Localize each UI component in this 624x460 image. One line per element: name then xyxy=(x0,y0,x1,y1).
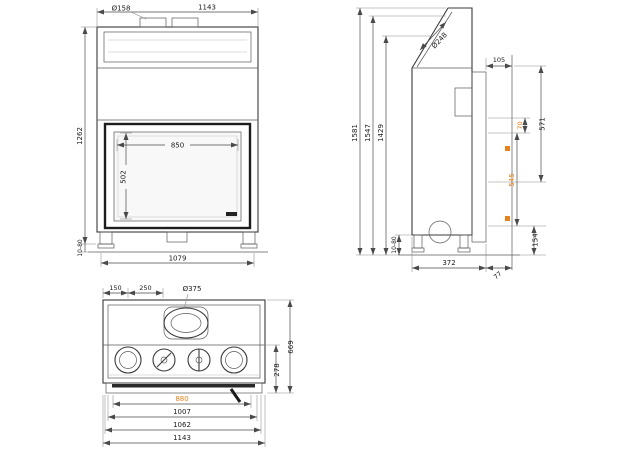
connection-marker-upper xyxy=(505,146,510,151)
dim-front-height: 1262 xyxy=(76,127,84,145)
dim-plan-depth-total: 669 xyxy=(287,340,295,353)
side-junction-box xyxy=(454,87,473,117)
dim-front-flue: Ø158 xyxy=(112,5,131,13)
rear-heat-shield xyxy=(471,71,487,243)
dim-side-height-inner: 1429 xyxy=(377,124,385,142)
convection-vent xyxy=(171,17,199,28)
control-knob-2 xyxy=(152,348,176,372)
dim-side-height-mid: 1547 xyxy=(364,124,372,142)
control-knob-4 xyxy=(220,346,248,374)
connection-marker-lower xyxy=(505,216,510,221)
side-view-drawing: 1581 1547 1429 10-80 Ø248 105 571 70 xyxy=(351,7,547,281)
flue-outlet-top xyxy=(163,307,209,339)
dim-side-leg-adjust: 10-80 xyxy=(391,236,398,254)
dim-plan-front-depth: 278 xyxy=(273,363,281,376)
dim-plan-width-mid: 1007 xyxy=(173,408,191,416)
front-ledge xyxy=(105,382,263,394)
dim-front-width-bottom: 1079 xyxy=(169,255,187,263)
door-handle-plan xyxy=(229,388,242,403)
dim-side-height-lower: 545 xyxy=(508,173,516,186)
front-view-drawing: 1143 Ø158 1262 10-80 850 502 1079 xyxy=(76,4,268,267)
plan-body-outline xyxy=(102,299,266,403)
dim-front-glass-height: 502 xyxy=(120,170,128,183)
dim-plan-offset-left: 150 xyxy=(109,284,121,292)
side-round-detail xyxy=(428,220,452,244)
control-knob-1 xyxy=(114,346,142,374)
dim-side-base-height: 154 xyxy=(532,233,540,247)
dim-side-height-total: 1581 xyxy=(351,124,359,142)
dim-plan-offset-mid: 250 xyxy=(139,284,151,292)
dim-plan-width-outer: 1062 xyxy=(173,421,191,429)
dim-front-leg-adjust: 10-80 xyxy=(77,239,84,257)
dim-plan-width-inner: 880 xyxy=(175,395,188,403)
side-body-outline xyxy=(398,7,520,270)
side-dimensions: 1581 1547 1429 10-80 Ø248 105 571 70 xyxy=(351,7,547,281)
plan-dimensions: 150 250 Ø375 669 278 880 1007 1062 xyxy=(102,284,295,447)
dim-plan-width-total: 1143 xyxy=(173,434,191,442)
dim-side-depth-bottom: 372 xyxy=(442,259,455,267)
dim-front-width-top: 1143 xyxy=(198,4,216,12)
front-base xyxy=(88,231,268,253)
door-edge-bar xyxy=(112,384,255,388)
flue-collar-front xyxy=(139,17,167,28)
dim-side-depth-top: 105 xyxy=(493,56,505,64)
door-frame xyxy=(103,122,252,230)
front-dimensions: 1143 Ø158 1262 10-80 850 502 1079 xyxy=(76,4,259,267)
dim-side-offset-small: 70 xyxy=(516,121,524,129)
dim-side-height-right: 571 xyxy=(539,117,547,130)
dim-side-rear-gap: 77 xyxy=(492,270,503,281)
plan-view-drawing: 150 250 Ø375 669 278 880 1007 1062 xyxy=(102,284,295,447)
dim-plan-flue: Ø375 xyxy=(183,285,202,293)
dim-front-glass-width: 850 xyxy=(171,142,184,150)
door-handle xyxy=(226,212,237,216)
